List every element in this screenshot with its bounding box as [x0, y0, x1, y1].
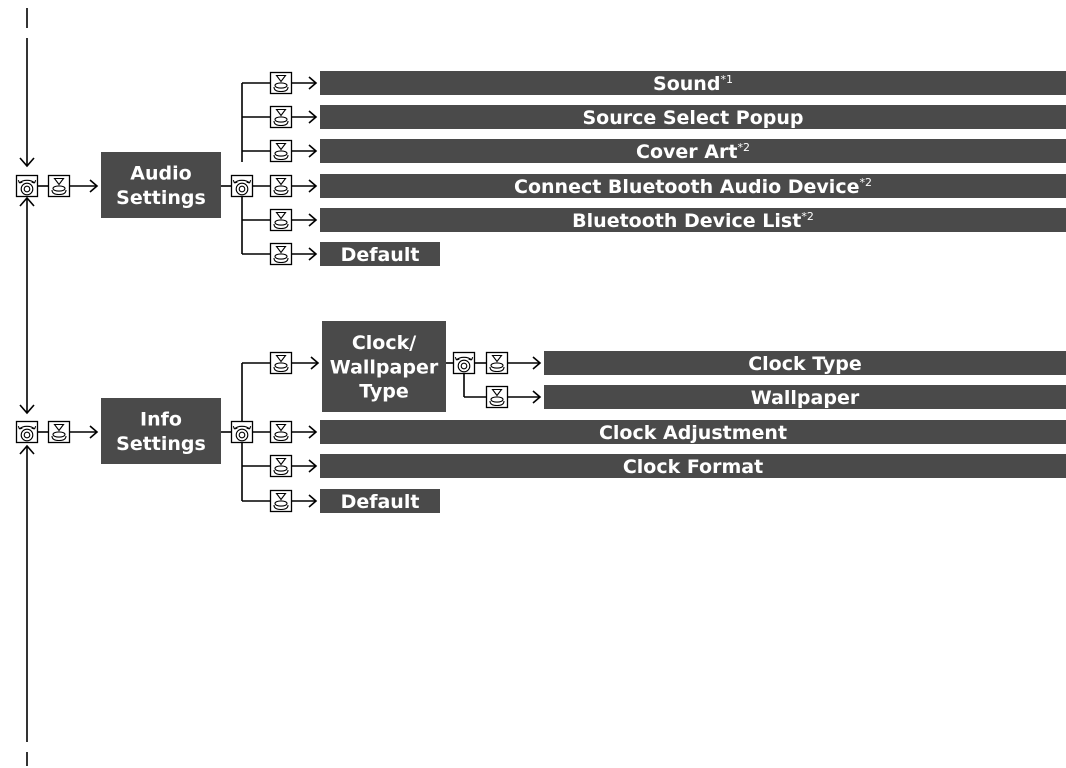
menu-item-sound-label: Sound*1	[653, 73, 733, 95]
menu-item-default-box	[320, 242, 440, 266]
arrow-head	[308, 144, 318, 158]
info-settings-label: Info	[140, 409, 182, 431]
arrow-head	[532, 390, 542, 404]
interface-dial-press-icon	[485, 351, 509, 375]
menu-item-default-label: Default	[341, 491, 420, 513]
clock-wallpaper-type-label: Wallpaper	[330, 356, 439, 378]
audio-settings-label: Settings	[116, 187, 206, 209]
info-settings-label: Settings	[116, 433, 206, 455]
interface-dial-press-icon	[47, 174, 71, 198]
arrow-head	[310, 356, 320, 370]
menu-item-clock-type-label: Clock Type	[748, 353, 862, 375]
interface-dial-rotate-icon	[15, 420, 39, 444]
menu-item-clock-adjustment-box	[320, 420, 1066, 444]
interface-dial-press-icon	[269, 454, 293, 478]
interface-dial-press-icon	[485, 385, 509, 409]
footnote-marker: *2	[737, 141, 750, 154]
footnote-marker: *2	[801, 210, 814, 223]
arrow-head	[89, 179, 99, 193]
menu-item-wallpaper-box	[544, 385, 1066, 409]
arrow-head	[308, 76, 318, 90]
down-arrow	[19, 157, 35, 168]
menu-item-default-box	[320, 489, 440, 513]
interface-dial-rotate-icon	[230, 420, 254, 444]
arrow-head	[89, 425, 99, 439]
audio-settings-label: Audio	[130, 163, 191, 185]
menu-item-wallpaper-label: Wallpaper	[751, 387, 860, 409]
menu-item-cover-art-box	[320, 139, 1066, 163]
menu-item-clock-format-box	[320, 454, 1066, 478]
interface-dial-press-icon	[269, 208, 293, 232]
arrow-head	[532, 356, 542, 370]
menu-item-connect-bluetooth-audio-device-box	[320, 174, 1066, 198]
interface-dial-press-icon	[269, 105, 293, 129]
arrow-head	[308, 247, 318, 261]
arrow-head	[308, 179, 318, 193]
menu-item-bluetooth-device-list-label: Bluetooth Device List*2	[572, 210, 814, 232]
interface-dial-rotate-icon	[230, 174, 254, 198]
arrow-head	[308, 425, 318, 439]
menu-item-source-select-popup-label: Source Select Popup	[582, 107, 803, 129]
info-settings-box	[101, 398, 221, 464]
arrow-head	[308, 459, 318, 473]
menu-item-bluetooth-device-list-box	[320, 208, 1066, 232]
menu-item-default-label: Default	[341, 244, 420, 266]
footnote-marker: *1	[720, 73, 733, 86]
arrow-head	[308, 213, 318, 227]
menu-item-clock-format-label: Clock Format	[623, 456, 763, 478]
interface-dial-rotate-icon	[15, 174, 39, 198]
menu-item-clock-adjustment-label: Clock Adjustment	[599, 422, 787, 444]
menu-item-cover-art-label: Cover Art*2	[636, 141, 750, 163]
menu-item-sound-box	[320, 71, 1066, 95]
clock-wallpaper-type-box	[322, 321, 446, 412]
menu-item-source-select-popup-box	[320, 105, 1066, 129]
interface-dial-press-icon	[269, 420, 293, 444]
audio-settings-box	[101, 152, 221, 218]
clock-wallpaper-type-label: Type	[359, 381, 409, 403]
menu-item-clock-type-box	[544, 351, 1066, 375]
interface-dial-press-icon	[269, 174, 293, 198]
arrow-head	[308, 110, 318, 124]
interface-dial-press-icon	[269, 139, 293, 163]
down-arrow	[19, 404, 35, 415]
interface-dial-rotate-icon	[452, 351, 476, 375]
menu-item-connect-bluetooth-audio-device-label: Connect Bluetooth Audio Device*2	[514, 176, 872, 198]
clock-wallpaper-type-label: Clock/	[352, 332, 416, 354]
interface-dial-press-icon	[47, 420, 71, 444]
interface-dial-press-icon	[269, 242, 293, 266]
footnote-marker: *2	[859, 176, 872, 189]
arrow-head	[308, 494, 318, 508]
interface-dial-press-icon	[269, 489, 293, 513]
interface-dial-press-icon	[269, 351, 293, 375]
interface-dial-press-icon	[269, 71, 293, 95]
